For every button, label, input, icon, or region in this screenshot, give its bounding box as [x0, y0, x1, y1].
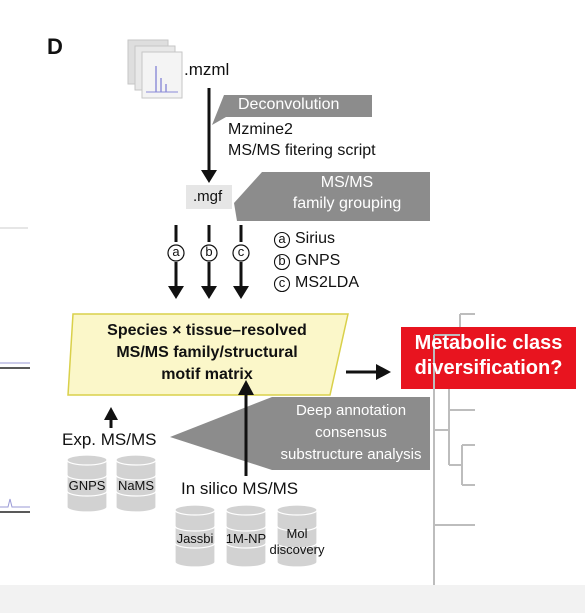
annotation-line2: consensus [315, 424, 387, 441]
result-line1: Metabolic class [414, 332, 563, 354]
mzmine2-label: Mzmine2 [228, 121, 293, 138]
result-box [401, 327, 576, 389]
matrix-line3: motif matrix [161, 366, 253, 383]
mgf-file-label: .mgf [193, 188, 223, 205]
exp-msms-label: Exp. MS/MS [62, 430, 157, 449]
legend-a-marker: a [278, 231, 286, 246]
method-c-arrow [232, 225, 250, 299]
matrix-line2: MS/MS family/structural [116, 344, 298, 361]
db-cylinder-gnps [66, 454, 108, 513]
panel-label: D [47, 34, 63, 59]
database-cylinders [66, 454, 318, 568]
legend-c-marker: c [278, 275, 286, 290]
insilico-msms-label: In silico MS/MS [181, 479, 299, 498]
annotation-callout [170, 397, 430, 470]
matrix-line1: Species × tissue–resolved [107, 322, 307, 339]
legend-b-marker: b [278, 253, 286, 268]
result-line2: diversification? [414, 357, 563, 379]
matrix-to-result-arrow [346, 364, 391, 380]
annotation-line3: substructure analysis [280, 446, 422, 463]
method-c-marker: c [237, 244, 245, 259]
db-label-jassbi: Jassbi [176, 531, 214, 546]
legend-marker-a [273, 231, 291, 249]
method-b-arrow [200, 225, 218, 299]
legend-marker-c [273, 275, 291, 293]
db-label-mol: Mol [286, 526, 308, 541]
db-cylinder-jassbi [174, 504, 216, 568]
method-b-marker: b [205, 244, 213, 259]
legend-marker-b [273, 253, 291, 271]
phylogenetic-tree [433, 313, 475, 585]
family-grouping-line1: MS/MS [320, 174, 374, 191]
db-label-nams: NaMS [117, 478, 155, 493]
msms-filtering-label: MS/MS fitering script [228, 142, 376, 159]
matrix-box [67, 313, 349, 396]
db-label-discovery: discovery [269, 542, 325, 557]
annotation-line1: Deep annotation [295, 402, 407, 419]
method-a-arrow [167, 225, 185, 299]
deconvolution-label: Deconvolution [238, 96, 340, 113]
left-plot-trace-2 [0, 498, 30, 508]
mgf-file-box [186, 185, 232, 209]
db-label-gnps: GNPS [68, 478, 106, 493]
family-grouping-line2: family grouping [292, 195, 402, 212]
exp-to-matrix-arrow [104, 407, 118, 428]
mzml-file-label: .mzml [184, 60, 230, 79]
bottom-gray-band [0, 585, 585, 613]
mzml-to-mgf-arrow [201, 88, 217, 183]
family-grouping-callout [234, 172, 430, 221]
db-cylinder-nams [115, 454, 157, 513]
legend-a-name: Sirius [295, 230, 336, 247]
db-cylinder-mol-discovery [276, 504, 318, 568]
method-a-marker: a [172, 244, 180, 259]
db-cylinder-1m-np [225, 504, 267, 568]
mzml-file-stack-icon [127, 39, 183, 99]
insilico-to-matrix-arrow [238, 380, 254, 476]
db-label-1m-np: 1M-NP [225, 531, 267, 546]
legend-b-name: GNPS [295, 252, 341, 269]
legend-c-name: MS2LDA [295, 274, 360, 291]
deconvolution-callout [212, 95, 372, 125]
